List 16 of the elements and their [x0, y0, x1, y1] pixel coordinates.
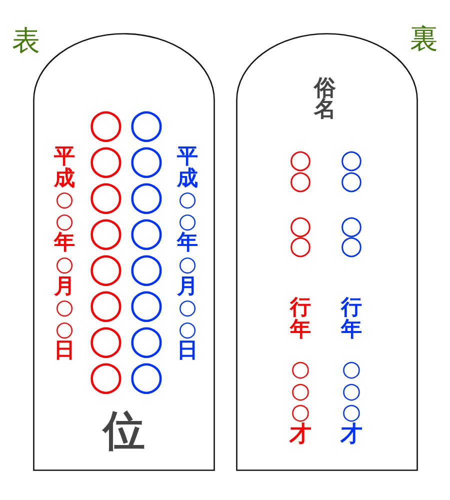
- tablet-side-label: 裏: [410, 22, 438, 56]
- date-text: 平成○○年○月○○日: [54, 145, 75, 361]
- date-text: 平成○○年○月○○日: [177, 145, 198, 361]
- tablet-side-label: 表: [12, 24, 40, 58]
- age-text: ○○○才: [290, 359, 312, 445]
- age-text: ○○○才: [340, 359, 362, 445]
- posthumous-name-text: ○○○○○○○○: [88, 106, 124, 394]
- secular-name-heading: 俗名: [314, 78, 336, 120]
- secular-name-text: ○○: [339, 150, 364, 191]
- secular-name-text: ○○: [288, 216, 313, 256]
- secular-name-text: ○○: [339, 216, 364, 256]
- secular-name-text: ○○: [288, 150, 313, 191]
- posthumous-name-text: ○○○○○○○○: [128, 106, 165, 394]
- age-label: 行年: [290, 296, 311, 339]
- age-label: 行年: [341, 296, 362, 339]
- rank-character: 位: [103, 407, 145, 455]
